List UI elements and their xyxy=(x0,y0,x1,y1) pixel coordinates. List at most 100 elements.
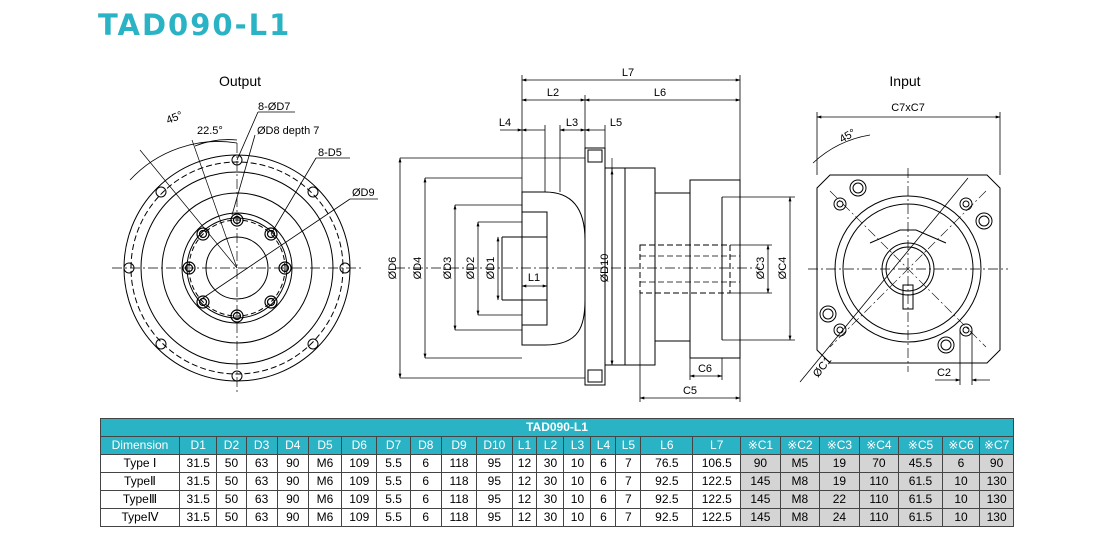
column-header: L5 xyxy=(615,436,642,455)
table-cell: 130 xyxy=(979,490,1014,509)
table-cell: 90 xyxy=(740,454,781,473)
table-cell: 6 xyxy=(590,490,617,509)
c5-label: C5 xyxy=(683,385,697,397)
input-view-title: Input xyxy=(889,73,920,89)
table-cell: 50 xyxy=(216,490,247,509)
table-cell: 50 xyxy=(216,454,247,473)
d1-label: ØD1 xyxy=(485,257,497,280)
page-title: TAD090-L1 xyxy=(98,8,292,42)
table-cell: 110 xyxy=(858,490,900,509)
table-cell: 63 xyxy=(245,508,278,527)
table-cell: M5 xyxy=(779,454,821,473)
table-cell: 61.5 xyxy=(898,490,943,509)
column-header: D9 xyxy=(440,436,478,455)
table-cell: 12 xyxy=(511,508,538,527)
column-header: ※C3 xyxy=(819,436,860,455)
table-cell: 30 xyxy=(536,508,565,527)
column-header: L1 xyxy=(511,436,538,455)
table-cell: 10 xyxy=(563,454,592,473)
tapped-d5-label: 8-D5 xyxy=(318,147,342,159)
table-cell: 118 xyxy=(440,508,478,527)
row-label: TypeⅣ xyxy=(100,508,180,527)
column-header: ※C5 xyxy=(898,436,943,455)
table-cell: 7 xyxy=(615,454,642,473)
table-cell: M6 xyxy=(307,454,343,473)
table-cell: 118 xyxy=(440,454,478,473)
table-cell: 30 xyxy=(536,454,565,473)
table-cell: 5.5 xyxy=(376,472,411,491)
column-header: D2 xyxy=(216,436,247,455)
table-cell: 10 xyxy=(563,472,592,491)
table-cell: 45.5 xyxy=(898,454,943,473)
table-cell: 7 xyxy=(615,508,642,527)
table-cell: 19 xyxy=(819,454,860,473)
table-cell: 31.5 xyxy=(178,454,218,473)
table-cell: 10 xyxy=(941,472,981,491)
l4-label: L4 xyxy=(499,117,511,129)
table-cell: 145 xyxy=(740,472,781,491)
column-header: L6 xyxy=(640,436,694,455)
table-cell: M8 xyxy=(779,490,821,509)
table-cell: 31.5 xyxy=(178,508,218,527)
table-cell: 5.5 xyxy=(376,490,411,509)
table-cell: 90 xyxy=(276,472,309,491)
table-cell: 90 xyxy=(276,508,309,527)
table-cell: 109 xyxy=(341,454,378,473)
l6-label: L6 xyxy=(654,87,666,99)
table-cell: 95 xyxy=(476,490,513,509)
table-cell: 6 xyxy=(590,508,617,527)
table-cell: 145 xyxy=(740,508,781,527)
table-cell: 92.5 xyxy=(640,490,694,509)
table-cell: 30 xyxy=(536,490,565,509)
column-header: L4 xyxy=(590,436,617,455)
table-cell: 22 xyxy=(819,490,860,509)
column-header: D8 xyxy=(409,436,442,455)
table-cell: 31.5 xyxy=(178,472,218,491)
l2-label: L2 xyxy=(547,87,559,99)
table-cell: 6 xyxy=(409,472,442,491)
l3-label: L3 xyxy=(566,117,578,129)
table-cell: 6 xyxy=(409,454,442,473)
table-cell: 95 xyxy=(476,508,513,527)
table-cell: 109 xyxy=(341,472,378,491)
angle-22-5-label: 22.5° xyxy=(197,125,223,137)
output-view: Output xyxy=(112,73,378,393)
table-cell: 92.5 xyxy=(640,508,694,527)
column-header: ※C1 xyxy=(740,436,781,455)
technical-drawing: Output xyxy=(112,67,1008,402)
d10-label: ØD10 xyxy=(599,254,611,283)
table-cell: 61.5 xyxy=(898,508,943,527)
table-cell: 63 xyxy=(245,454,278,473)
table-cell: 12 xyxy=(511,472,538,491)
table-cell: 61.5 xyxy=(898,472,943,491)
table-cell: 5.5 xyxy=(376,508,411,527)
table-cell: 122.5 xyxy=(692,490,742,509)
d6-label: ØD6 xyxy=(387,257,399,280)
table-cell: 109 xyxy=(341,490,378,509)
input-view-dimensions xyxy=(799,112,1001,385)
column-header: L2 xyxy=(536,436,565,455)
side-view-labels: L7 L2 L6 L4 L3 L5 L1 ØD6 ØD4 ØD3 ØD2 ØD1… xyxy=(387,67,789,397)
table-cell: 90 xyxy=(979,454,1014,473)
l1-label: L1 xyxy=(528,272,540,284)
row-label: Type Ⅰ xyxy=(100,454,180,473)
table-cell: 90 xyxy=(276,454,309,473)
angle-45-label: 45° xyxy=(165,109,185,126)
table-cell: 95 xyxy=(476,454,513,473)
table-cell: 50 xyxy=(216,472,247,491)
table-cell: M6 xyxy=(307,508,343,527)
outer-holes xyxy=(123,154,351,382)
table-cell: 122.5 xyxy=(692,508,742,527)
table-cell: 145 xyxy=(740,490,781,509)
table-cell: 12 xyxy=(511,490,538,509)
table-cell: 31.5 xyxy=(178,490,218,509)
column-header: D6 xyxy=(341,436,378,455)
c3-label: ØC3 xyxy=(755,257,767,280)
d2-label: ØD2 xyxy=(465,257,477,280)
table-cell: 130 xyxy=(979,472,1014,491)
table-cell: 10 xyxy=(941,508,981,527)
